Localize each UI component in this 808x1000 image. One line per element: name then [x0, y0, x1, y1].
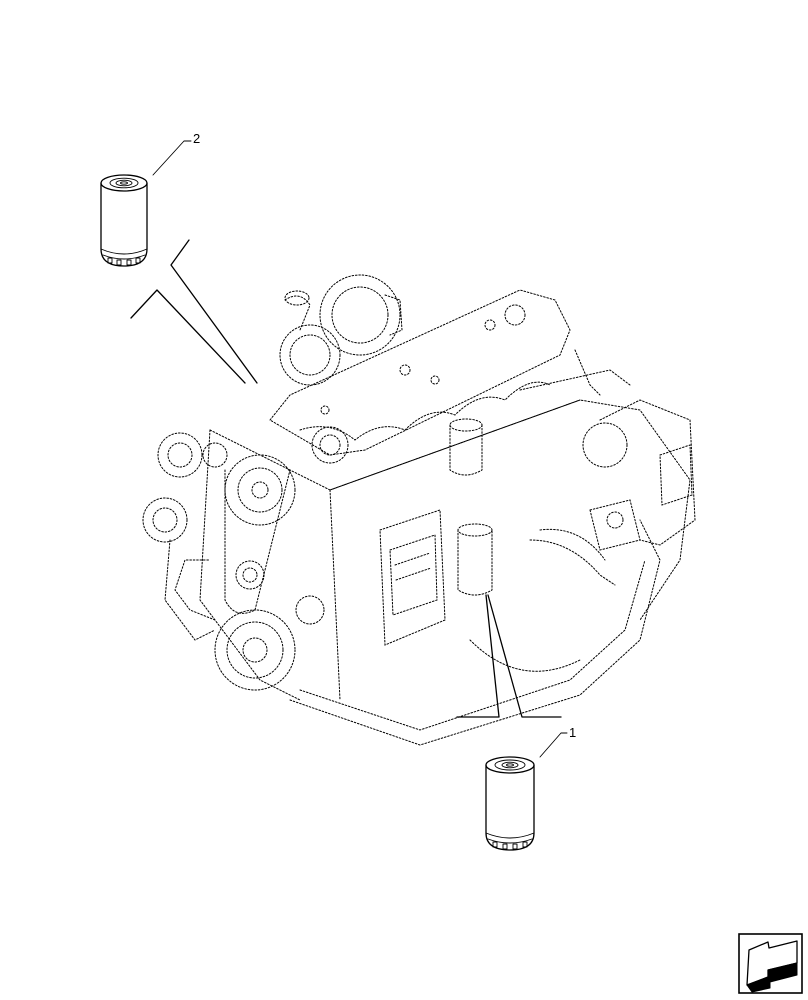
leader-lines-1 — [456, 594, 562, 718]
callout-2: 2 — [152, 131, 200, 176]
callout-label-2: 2 — [193, 131, 200, 146]
callout-label-1: 1 — [569, 725, 576, 740]
filter-1[interactable] — [485, 756, 535, 851]
callout-1: 1 — [539, 725, 576, 758]
filter-2[interactable] — [100, 174, 148, 267]
engine-assembly — [142, 274, 696, 746]
leader-lines-2 — [130, 239, 258, 384]
arrow-back-icon[interactable] — [738, 933, 803, 994]
